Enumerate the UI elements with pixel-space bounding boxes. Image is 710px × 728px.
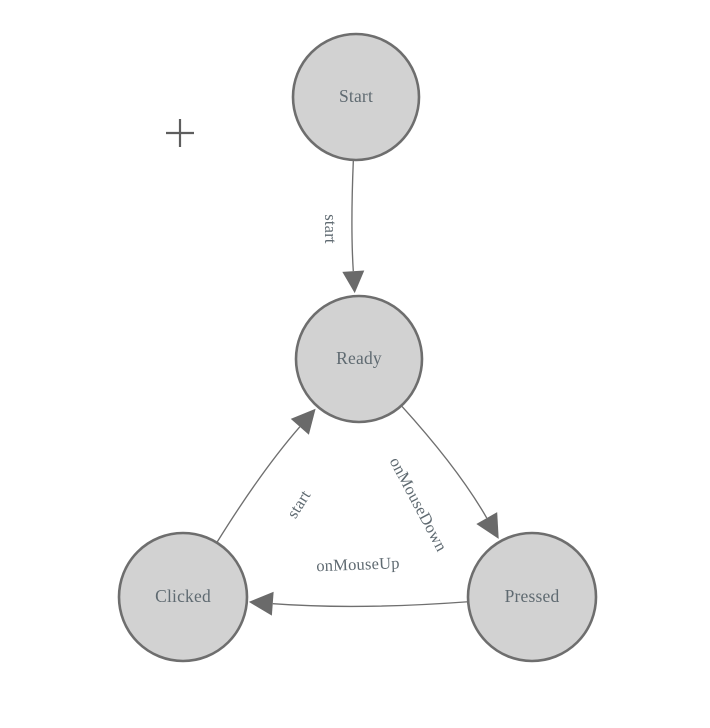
node-circle xyxy=(466,531,598,663)
edge-path xyxy=(216,426,301,543)
state-node-start[interactable]: Start xyxy=(291,32,421,162)
edge-label-onmousedown: onMouseDown xyxy=(386,454,452,555)
edge-ready-to-pressed[interactable]: onMouseDown xyxy=(386,405,499,555)
arrowhead-icon xyxy=(248,591,274,616)
node-circle xyxy=(291,32,421,162)
arrowhead-icon xyxy=(476,512,499,539)
state-node-ready[interactable]: Ready xyxy=(294,294,424,424)
edge-pressed-to-clicked[interactable]: onMouseUp xyxy=(248,553,469,616)
plus-marker-icon[interactable] xyxy=(166,119,194,147)
edge-path xyxy=(351,159,355,272)
node-label: Ready xyxy=(336,348,382,368)
node-label: Start xyxy=(339,86,373,106)
node-label: Clicked xyxy=(155,586,211,606)
edge-label-start: start xyxy=(321,214,340,244)
edge-label-onmouseup: onMouseUp xyxy=(316,553,400,575)
arrowhead-icon xyxy=(290,408,316,435)
edge-clicked-to-ready[interactable]: start xyxy=(216,408,316,543)
edge-path xyxy=(400,405,488,519)
state-node-pressed[interactable]: Pressed xyxy=(466,531,598,663)
state-node-clicked[interactable]: Clicked xyxy=(117,531,249,663)
node-label: Pressed xyxy=(505,586,560,606)
edge-path xyxy=(272,601,469,608)
node-circle xyxy=(294,294,424,424)
edge-start-to-ready[interactable]: start xyxy=(321,159,365,294)
arrowhead-icon xyxy=(342,270,365,294)
node-circle xyxy=(117,531,249,663)
edge-label-start-return: start xyxy=(283,486,315,521)
